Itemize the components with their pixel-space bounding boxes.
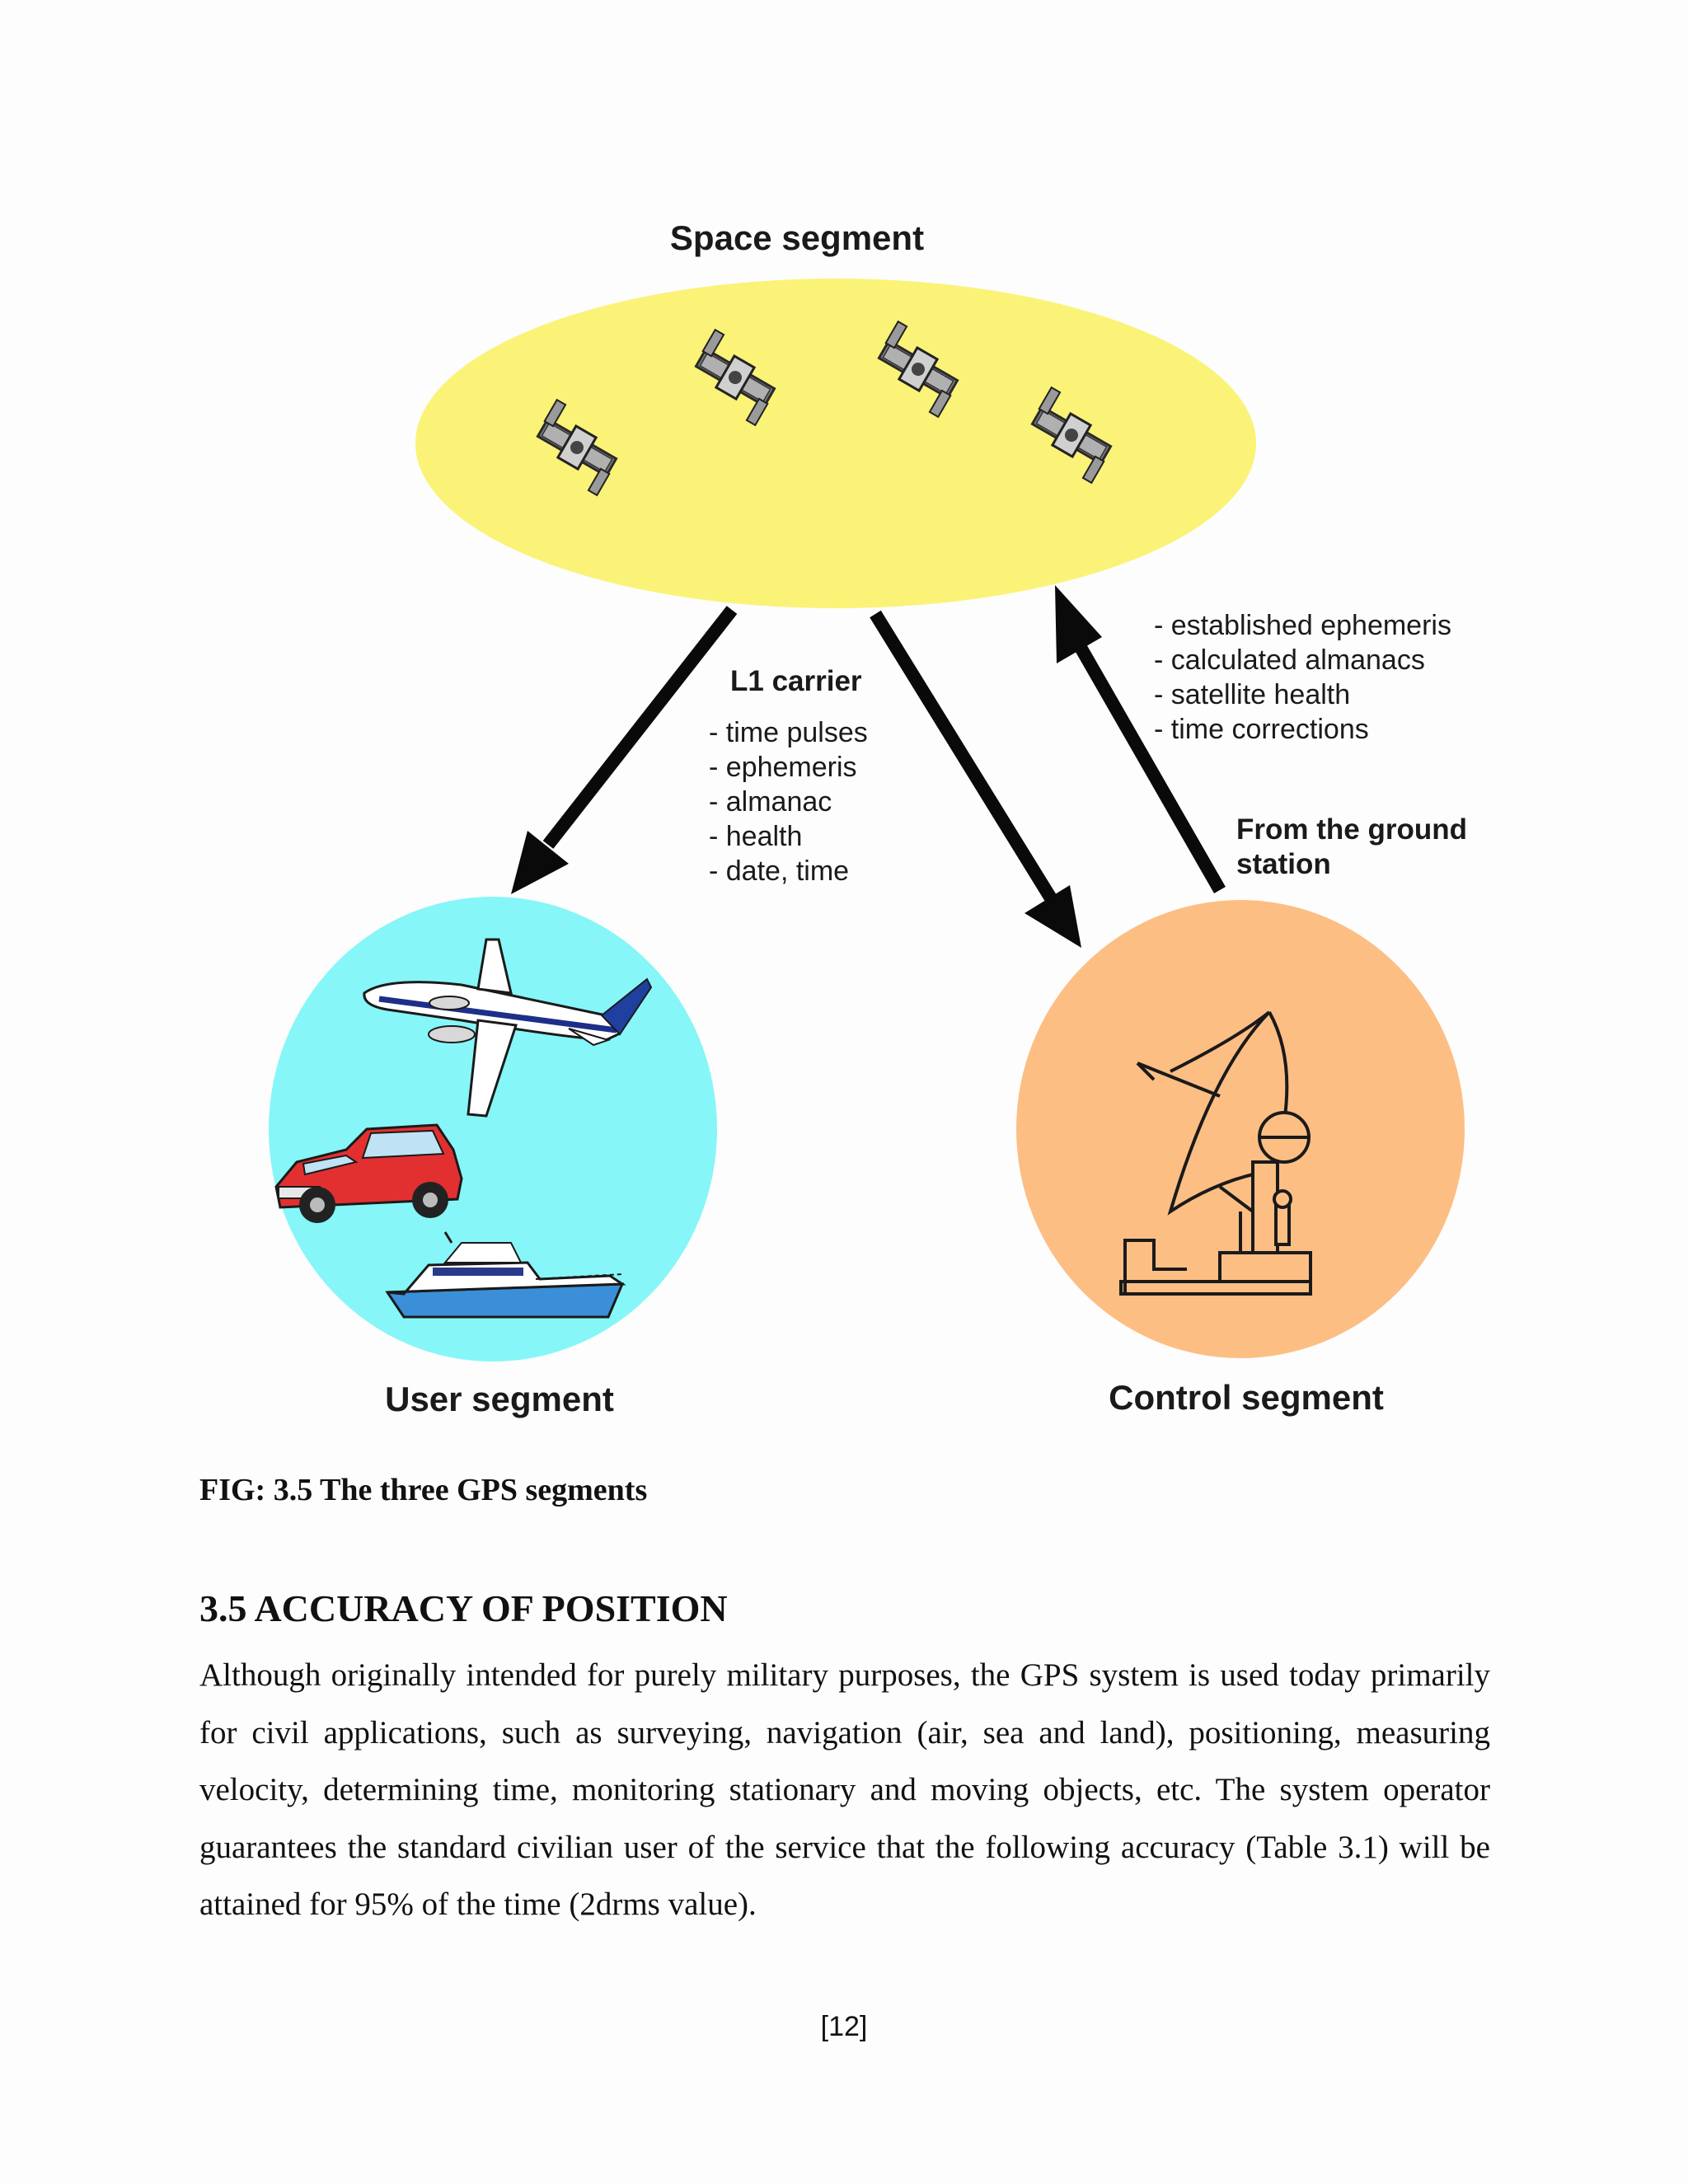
airplane-icon — [363, 938, 653, 1118]
l1-item: - health — [709, 821, 802, 852]
uplink-item: - calculated almanacs — [1154, 644, 1425, 676]
section-body: Although originally intended for purely … — [199, 1657, 1490, 1922]
control-segment-label: Control segment — [1109, 1378, 1384, 1417]
ground-station-label: From the ground — [1236, 813, 1467, 846]
l1-item: - time pulses — [709, 717, 868, 748]
uplink-item: - satellite health — [1154, 679, 1350, 710]
user-segment-label: User segment — [385, 1380, 614, 1418]
section-heading: 3.5 ACCURACY OF POSITION — [199, 1587, 728, 1629]
uplink-item: - time corrections — [1154, 714, 1369, 745]
page-number: [12] — [820, 2011, 868, 2042]
l1-item: - date, time — [709, 855, 849, 887]
ground-station-label: station — [1236, 848, 1331, 880]
space-segment-ellipse — [415, 279, 1256, 608]
downlink-arrow-control — [870, 610, 1081, 948]
l1-item: - almanac — [709, 786, 832, 818]
uplink-item: - established ephemeris — [1154, 610, 1451, 641]
l1-item: - ephemeris — [709, 752, 857, 783]
figure-caption: FIG: 3.5 The three GPS segments — [199, 1473, 648, 1507]
downlink-arrow-user — [511, 606, 738, 894]
l1-carrier-label: L1 carrier — [730, 665, 862, 697]
antenna-dish-icon — [1119, 1010, 1312, 1296]
space-segment-label: Space segment — [670, 218, 924, 257]
gps-segments-diagram: Space segment L1 carrier - time pulses -… — [269, 218, 1467, 1418]
uplink-arrow — [1055, 585, 1226, 893]
boat-icon — [385, 1231, 626, 1319]
car-icon — [274, 1123, 463, 1223]
